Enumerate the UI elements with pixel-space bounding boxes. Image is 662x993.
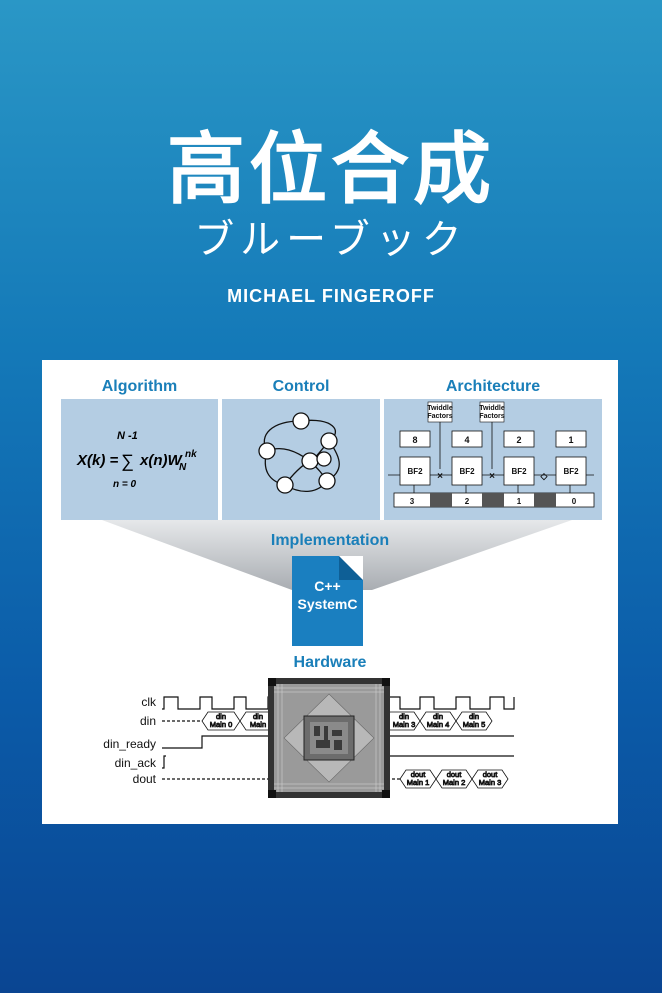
svg-text:∑: ∑ (121, 451, 134, 471)
algorithm-box: N -1 X(k) = ∑ x(n)W N nk n = 0 (61, 399, 218, 520)
svg-text:Factors: Factors (427, 413, 452, 420)
svg-text:N: N (179, 462, 187, 473)
hardware-header: Hardware (293, 654, 367, 671)
svg-text:◇: ◇ (540, 471, 549, 481)
svg-text:3: 3 (410, 497, 415, 506)
svg-text:BF2: BF2 (511, 467, 527, 476)
svg-text:2: 2 (465, 497, 470, 506)
svg-text:dout: dout (447, 770, 463, 779)
svg-text:Main 0: Main 0 (210, 720, 233, 729)
signal-din-ack: din_ack (114, 756, 156, 770)
svg-text:1: 1 (517, 497, 522, 506)
book-subtitle: ブルーブック (194, 217, 468, 263)
funnel-shape (102, 520, 572, 590)
svg-text:N -1: N -1 (117, 430, 138, 442)
svg-text:0: 0 (572, 497, 577, 506)
file-language-systemc: SystemC (297, 596, 358, 612)
timing-diagram: din Main 0 din Main din Main 3 din Main … (162, 678, 515, 798)
book-title: 高位合成 (166, 125, 495, 215)
svg-text:X(k) =: X(k) = (76, 452, 119, 469)
svg-text:Main 5: Main 5 (463, 720, 486, 729)
svg-text:4: 4 (464, 435, 469, 445)
svg-text:Main 1: Main 1 (407, 778, 430, 787)
svg-text:Factors: Factors (479, 413, 504, 420)
svg-text:din: din (433, 712, 443, 721)
svg-text:n = 0: n = 0 (113, 479, 137, 490)
control-box (222, 399, 380, 520)
svg-text:Main 3: Main 3 (393, 720, 416, 729)
signal-din: din (139, 714, 156, 728)
architecture-header: Architecture (445, 378, 541, 395)
svg-text:BF2: BF2 (459, 467, 475, 476)
svg-text:dout: dout (411, 770, 427, 779)
svg-text:Main: Main (250, 720, 266, 729)
svg-text:nk: nk (185, 449, 197, 460)
svg-text:din: din (469, 712, 479, 721)
signal-din-ready: din_ready (103, 737, 156, 751)
fft-pipeline-diagram: Twiddle Factors Twiddle Factors (388, 401, 595, 508)
svg-text:dout: dout (483, 770, 499, 779)
svg-text:2: 2 (516, 435, 521, 445)
source-file-icon: C++ SystemC (292, 556, 363, 646)
fft-formula: N -1 X(k) = ∑ x(n)W N nk n = 0 (76, 430, 197, 490)
hls-flow-figure: Algorithm Control Architecture N -1 X(k)… (42, 360, 618, 824)
signal-dout: dout (132, 772, 156, 786)
svg-text:Main 3: Main 3 (479, 778, 502, 787)
svg-text:×: × (437, 471, 443, 482)
svg-text:din: din (253, 712, 263, 721)
svg-text:×: × (489, 471, 495, 482)
control-header: Control (272, 378, 330, 395)
svg-text:Main 2: Main 2 (443, 778, 466, 787)
svg-text:x(n)W: x(n)W (139, 452, 183, 469)
svg-text:BF2: BF2 (407, 467, 423, 476)
svg-text:din: din (399, 712, 409, 721)
author-name: MICHAEL FINGEROFF (227, 286, 435, 306)
svg-text:Main 4: Main 4 (427, 720, 450, 729)
svg-text:Twiddle: Twiddle (427, 405, 453, 412)
svg-text:8: 8 (412, 435, 417, 445)
svg-text:Twiddle: Twiddle (479, 405, 505, 412)
svg-text:din: din (216, 712, 226, 721)
file-language-cpp: C++ (314, 578, 341, 594)
chip-die-image (268, 678, 390, 798)
svg-text:BF2: BF2 (563, 467, 579, 476)
signal-clk: clk (141, 695, 156, 709)
state-machine-diagram (258, 412, 340, 494)
page-fold (339, 556, 363, 580)
implementation-header: Implementation (270, 532, 390, 549)
algorithm-header: Algorithm (101, 378, 178, 395)
architecture-box: Twiddle Factors Twiddle Factors (384, 399, 602, 520)
svg-text:1: 1 (568, 435, 573, 445)
